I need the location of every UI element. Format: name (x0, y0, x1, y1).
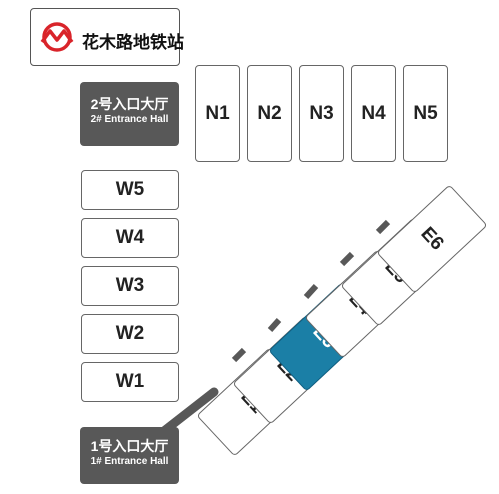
entrance-hall-2-cn: 2号入口大厅 (90, 96, 169, 112)
metro-station-box: 花木路地铁站 (30, 8, 184, 66)
hall-w4[interactable]: W4 (81, 218, 179, 258)
entrance-hall-2[interactable]: 2号入口大厅 2# Entrance Hall (80, 82, 179, 146)
entrance-hall-1-cn: 1号入口大厅 (90, 438, 169, 454)
entrance-hall-1[interactable]: 1号入口大厅 1# Entrance Hall (80, 427, 179, 484)
hall-w3[interactable]: W3 (81, 266, 179, 306)
corridor-link (303, 283, 319, 300)
entrance-hall-1-en: 1# Entrance Hall (90, 456, 169, 467)
corridor-link (339, 251, 355, 267)
corridor-link (375, 219, 391, 235)
hall-n2[interactable]: N2 (247, 65, 292, 162)
hall-n5[interactable]: N5 (403, 65, 448, 162)
hall-n1[interactable]: N1 (195, 65, 240, 162)
hall-w5[interactable]: W5 (81, 170, 179, 210)
corridor-link (231, 347, 247, 363)
entrance-hall-2-en: 2# Entrance Hall (90, 114, 169, 125)
hall-e6-label: E6 (416, 222, 448, 255)
hall-n4[interactable]: N4 (351, 65, 396, 162)
hall-n3[interactable]: N3 (299, 65, 344, 162)
station-name: 花木路地铁站 (82, 33, 184, 52)
shanghai-metro-logo-icon (40, 22, 74, 52)
corridor-link (267, 317, 282, 333)
hall-w1[interactable]: W1 (81, 362, 179, 402)
hall-w2[interactable]: W2 (81, 314, 179, 354)
